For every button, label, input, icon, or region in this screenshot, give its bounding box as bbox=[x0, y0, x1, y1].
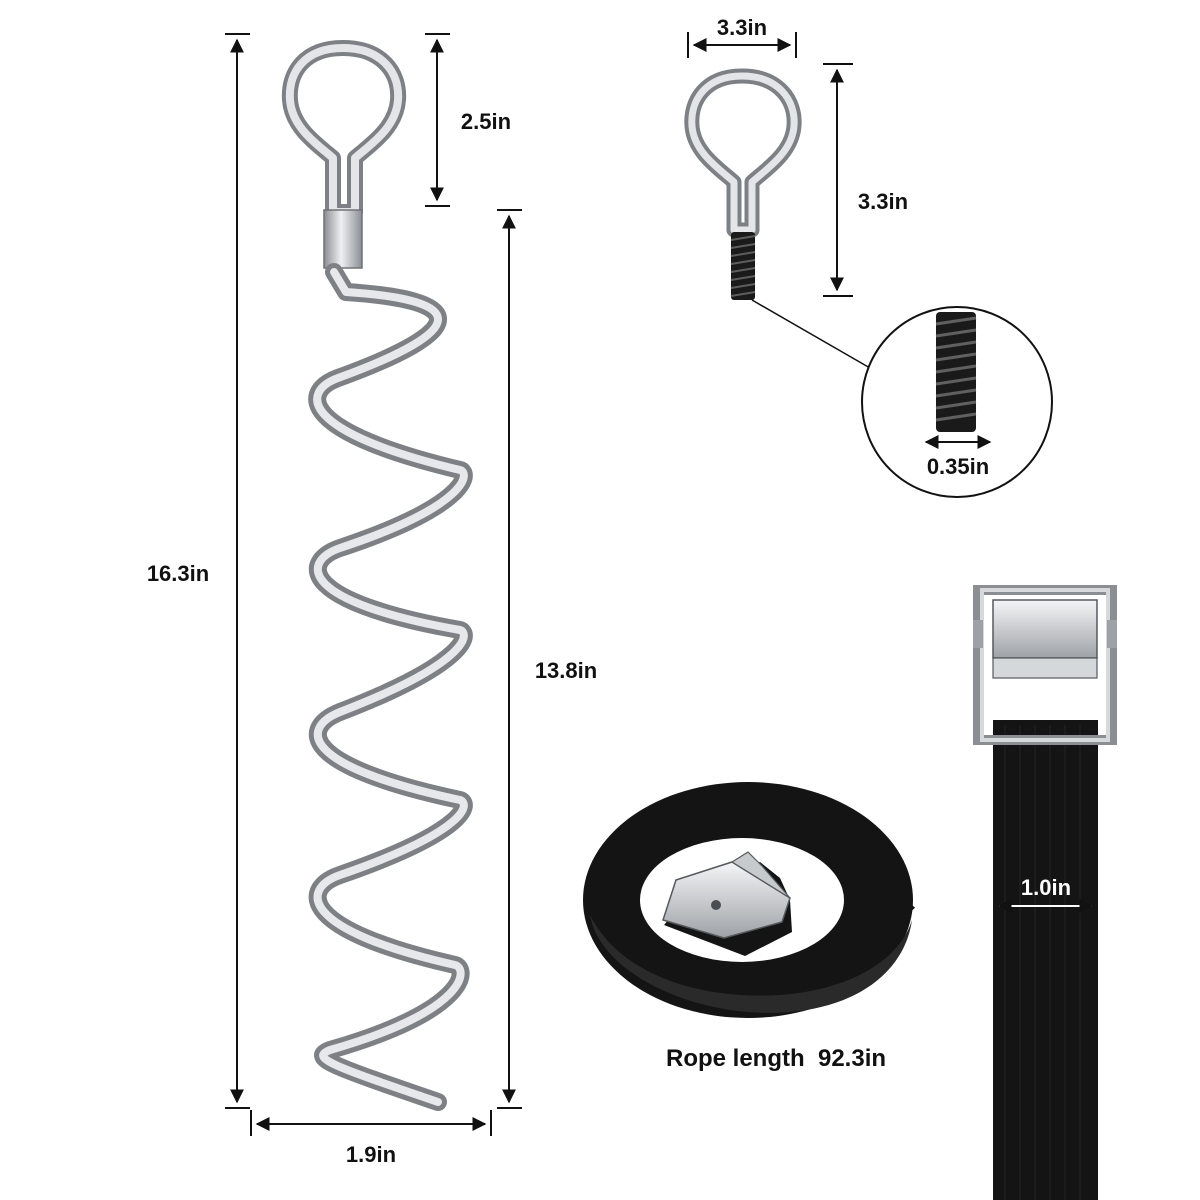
eye-bolt bbox=[684, 68, 802, 300]
strap-webbing bbox=[993, 720, 1098, 1200]
dimension-bolt-length bbox=[823, 63, 853, 297]
thread-zoom-callout bbox=[861, 306, 1053, 498]
label-thread-diameter: 0.35in bbox=[927, 454, 989, 479]
dimension-spiral-length bbox=[497, 209, 522, 1109]
coiled-strap-cam-buckle bbox=[662, 851, 791, 939]
dimension-overall-height bbox=[225, 33, 250, 1109]
dimension-eyelet-height bbox=[425, 33, 450, 207]
label-strap-width: 1.0in bbox=[1021, 875, 1071, 900]
anchor-coupling-nut bbox=[323, 209, 363, 269]
label-spiral-width: 1.9in bbox=[346, 1142, 396, 1167]
label-spiral-length: 13.8in bbox=[535, 658, 597, 683]
spiral-ground-anchor bbox=[281, 40, 473, 1111]
anchor-eyelet bbox=[281, 40, 407, 220]
eye-bolt-threaded-shank bbox=[731, 232, 755, 300]
label-eyelet-height: 2.5in bbox=[461, 109, 511, 134]
dimension-spiral-width bbox=[250, 1110, 492, 1136]
cam-buckle-strap bbox=[973, 585, 1117, 1200]
label-rope-length: Rope length 92.3in bbox=[666, 1045, 886, 1072]
zoom-callout-line bbox=[751, 299, 871, 369]
label-bolt-length: 3.3in bbox=[858, 189, 908, 214]
dimension-bolt-eye-width bbox=[687, 32, 797, 58]
coiled-strap bbox=[583, 782, 916, 1018]
strap-cam-buckle bbox=[973, 585, 1117, 745]
label-overall-height: 16.3in bbox=[147, 561, 209, 586]
label-bolt-eye-width: 3.3in bbox=[717, 15, 767, 40]
